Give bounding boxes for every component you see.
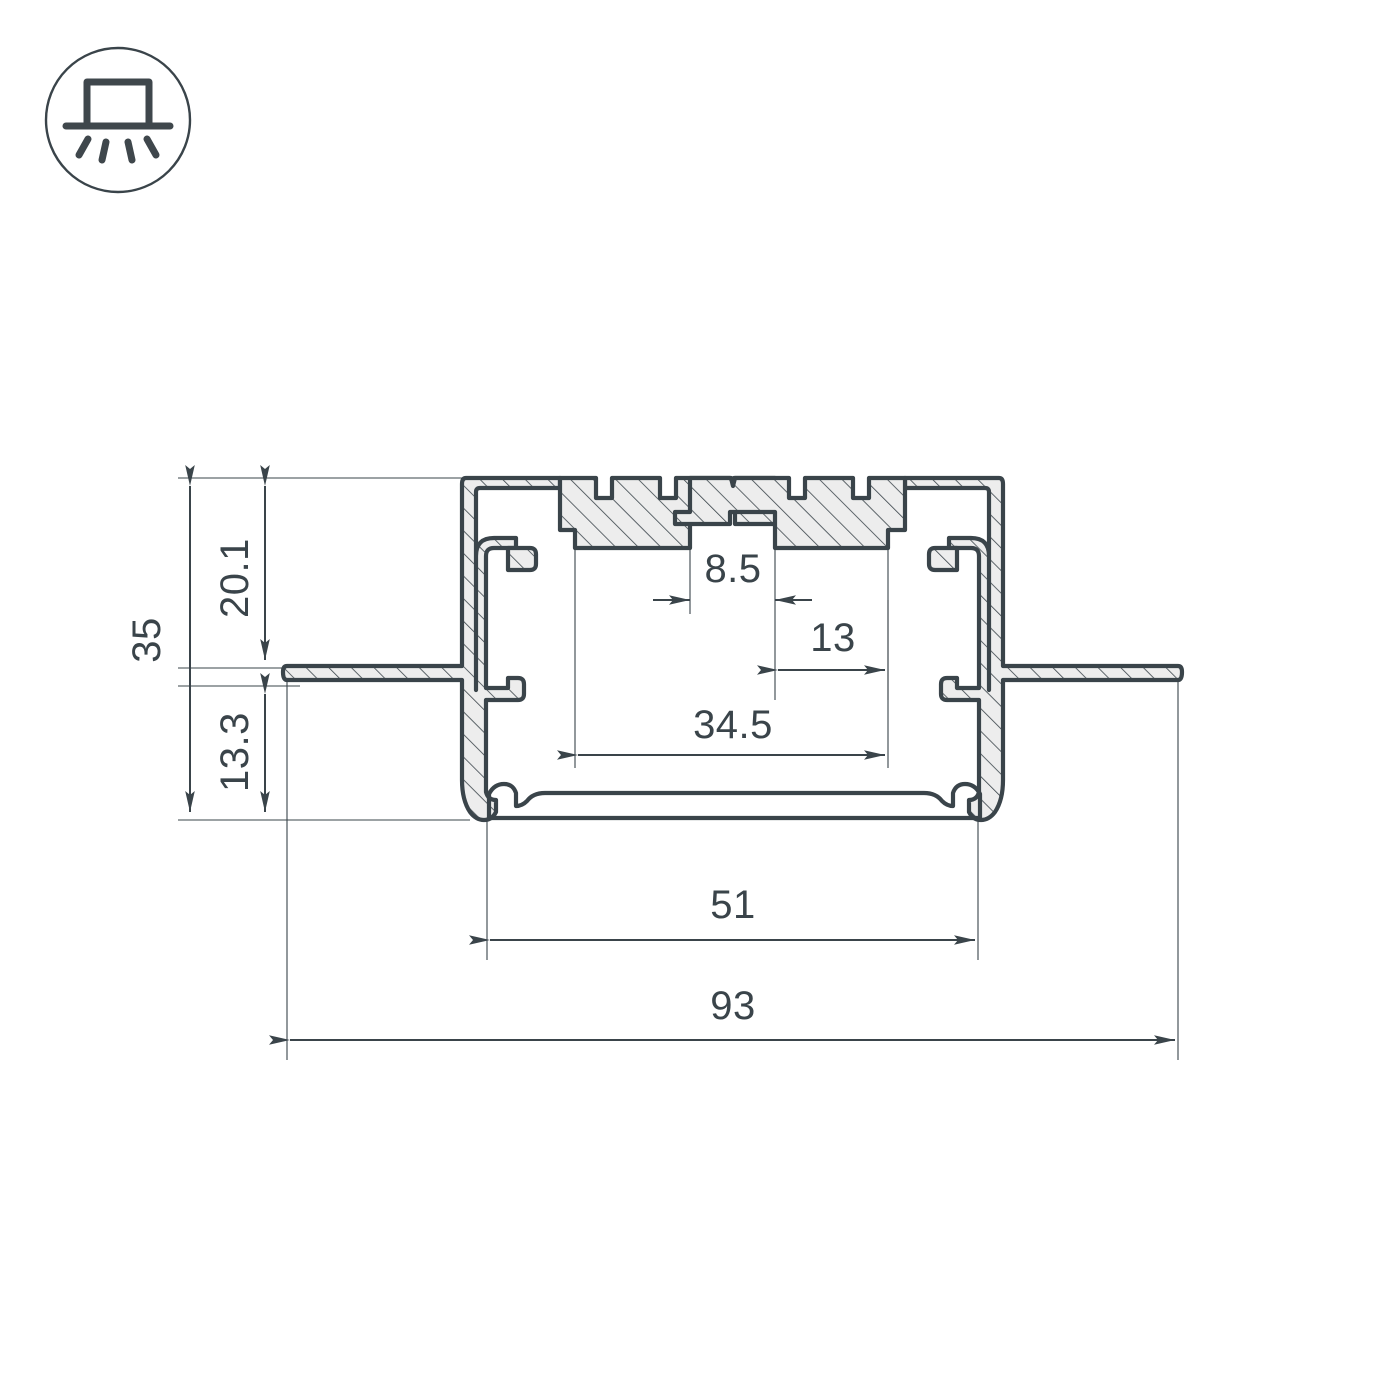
- dimension-overall-width-label: 93: [710, 984, 756, 1028]
- dimension-inner-width-label: 34.5: [693, 703, 773, 747]
- profile-right-inner-lip: [926, 545, 960, 573]
- diffuser-cover: [486, 781, 983, 821]
- profile-left-wall: [280, 475, 563, 823]
- profile-top-right-plate: [672, 475, 908, 551]
- dimension-upper-height-label: 20.1: [213, 538, 257, 618]
- dimension-overall-height-label: 35: [125, 617, 169, 663]
- dimension-center-gap-label: 8.5: [704, 547, 761, 591]
- aluminium-profile-body: [280, 475, 1185, 823]
- dimension-lower-height-label: 13.3: [213, 712, 257, 792]
- dimension-right-offset-label: 13: [810, 616, 856, 660]
- profile-right-wall: [902, 475, 1185, 823]
- profile-left-inner-lip: [505, 545, 539, 573]
- dimension-recess-width-label: 51: [710, 883, 756, 927]
- recessed-ceiling-light-icon: [44, 46, 192, 194]
- extension-lines: [178, 477, 1179, 1060]
